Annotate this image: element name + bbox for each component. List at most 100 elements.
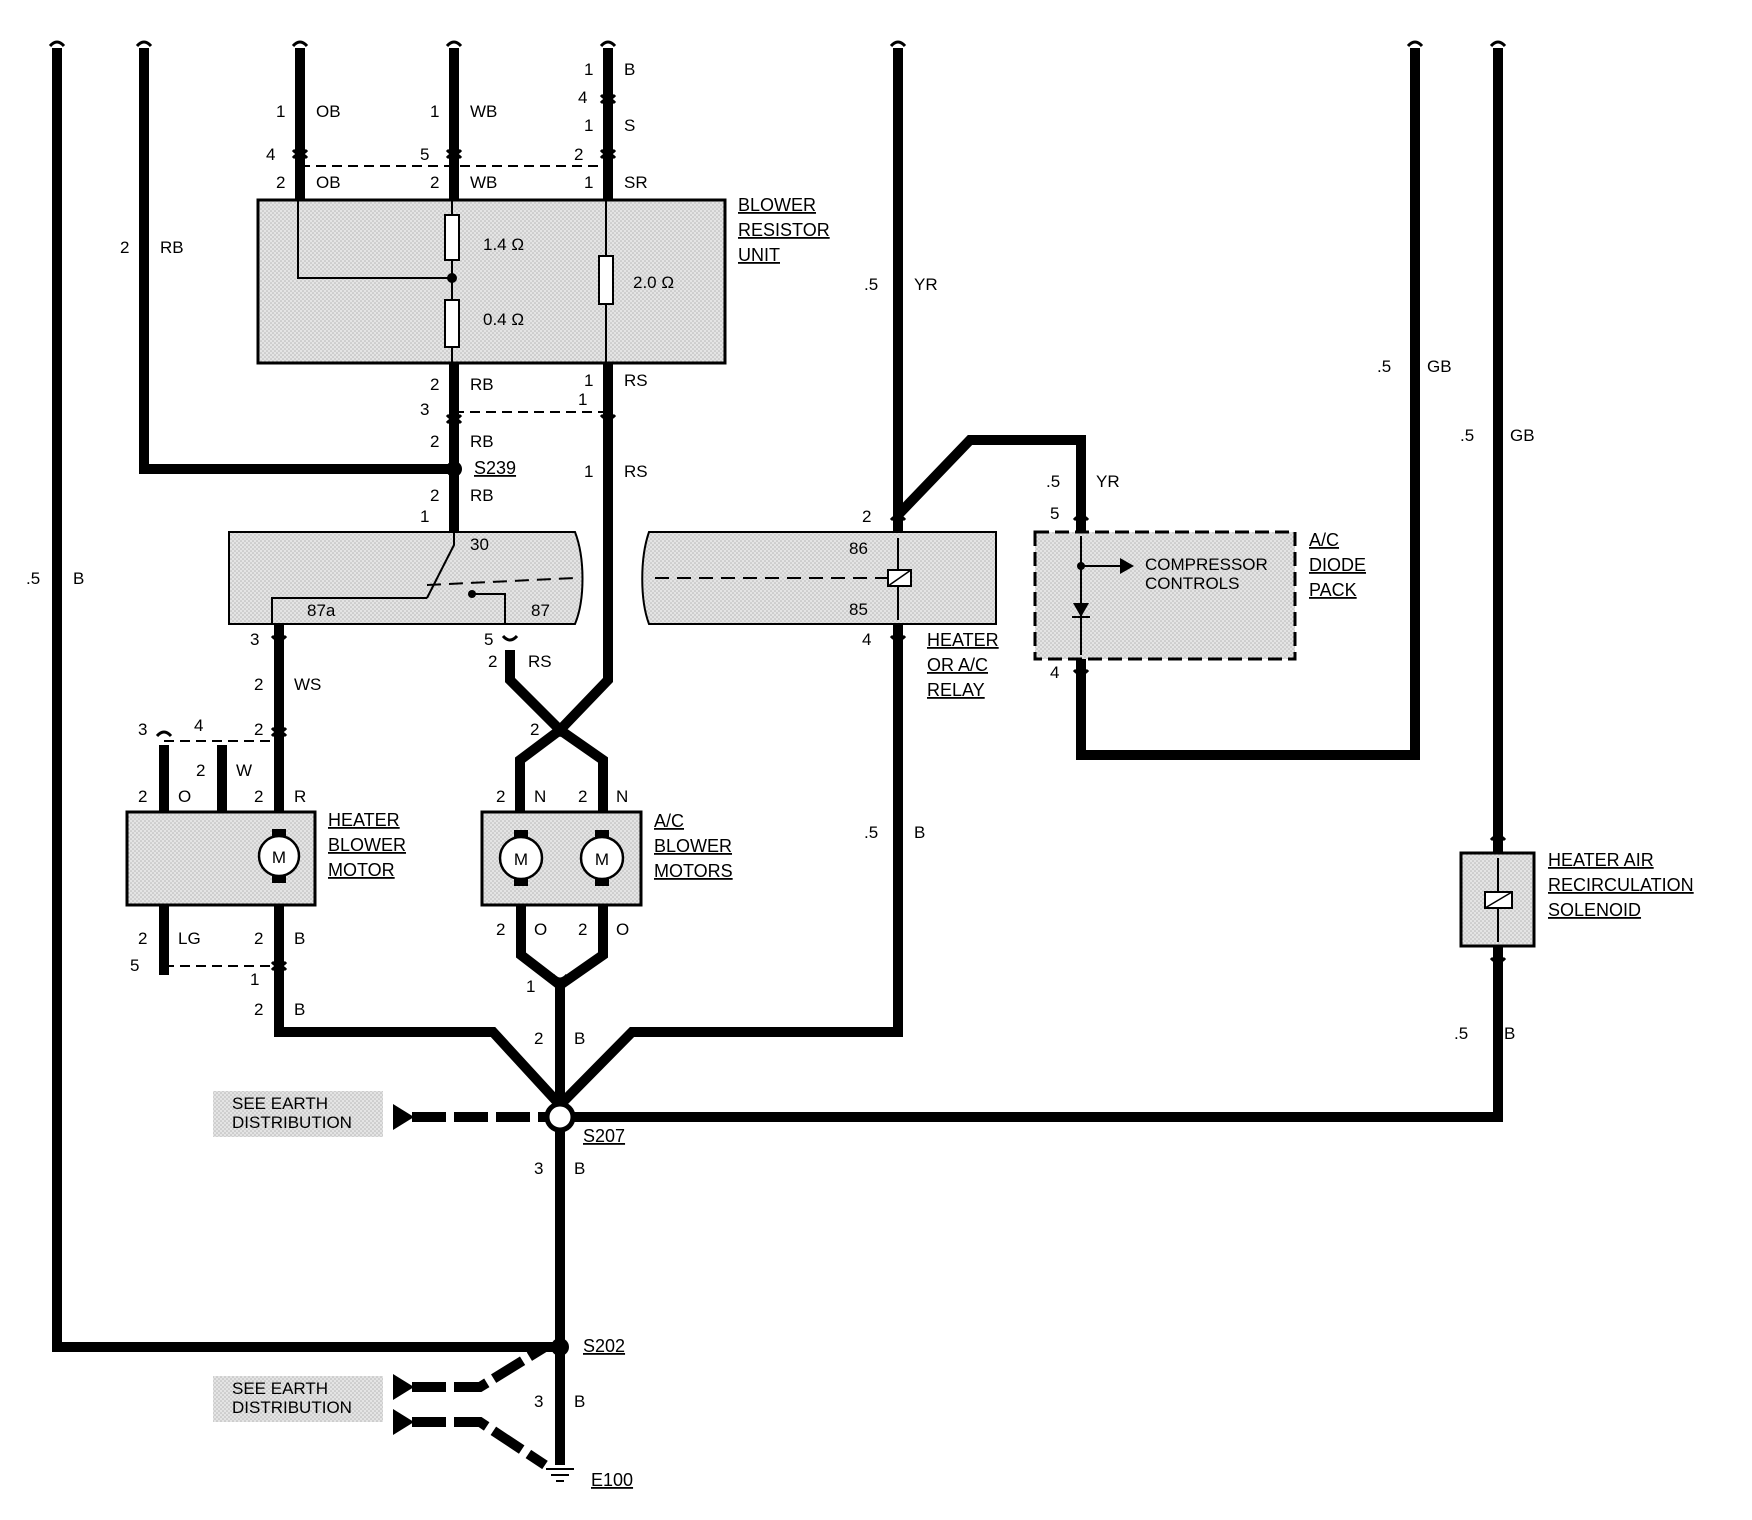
wire-label: 2 bbox=[254, 787, 263, 806]
wire-label: 2 bbox=[534, 1029, 543, 1048]
diode-pack-inner-1: COMPRESSOR bbox=[1145, 555, 1268, 574]
splice-s207 bbox=[544, 1101, 576, 1133]
ac-blower-motors: M M A/C BLOWER MOTORS bbox=[480, 810, 733, 907]
wire-label: 3 bbox=[250, 630, 259, 649]
wire-label: YR bbox=[914, 275, 938, 294]
heater-blower-title-3: MOTOR bbox=[328, 860, 395, 880]
relay-pin-87: 87 bbox=[531, 601, 550, 620]
diode-pack-inner-2: CONTROLS bbox=[1145, 574, 1239, 593]
wire-label: N bbox=[534, 787, 546, 806]
wire-gb-diode bbox=[1076, 48, 1420, 760]
wire-n-split2 bbox=[557, 725, 608, 812]
relay-pin-86: 86 bbox=[849, 539, 868, 558]
wire-label: B bbox=[294, 1000, 305, 1019]
wire-yr-diode bbox=[894, 435, 1086, 532]
diode-pack-title-3: PACK bbox=[1309, 580, 1357, 600]
ac-diode-pack: COMPRESSOR CONTROLS A/C DIODE PACK bbox=[1033, 530, 1366, 661]
splice-s202-label: S202 bbox=[583, 1336, 625, 1356]
wire-label: .5 bbox=[1377, 357, 1391, 376]
heater-blower-motor: M HEATER BLOWER MOTOR bbox=[125, 810, 406, 907]
wire-label: 2 bbox=[530, 720, 539, 739]
earth-distribution-ref-2: SEE EARTH DISTRIBUTION bbox=[213, 1374, 414, 1435]
svg-text:DISTRIBUTION: DISTRIBUTION bbox=[232, 1113, 352, 1132]
ground-e100-label: E100 bbox=[591, 1470, 633, 1490]
svg-text:SEE EARTH: SEE EARTH bbox=[232, 1379, 328, 1398]
wire-label: 2 bbox=[254, 720, 263, 739]
wire-n-split bbox=[515, 726, 563, 812]
wire-label: 4 bbox=[266, 145, 275, 164]
wire-label: RS bbox=[624, 371, 648, 390]
wire-label: 2 bbox=[120, 238, 129, 257]
wire-label: RS bbox=[624, 462, 648, 481]
recirculation-solenoid: HEATER AIR RECIRCULATION SOLENOID bbox=[1459, 850, 1694, 948]
wire-label: .5 bbox=[1460, 426, 1474, 445]
wire-label: B bbox=[294, 929, 305, 948]
wire-label: 4 bbox=[194, 716, 203, 735]
wire-label: 5 bbox=[420, 145, 429, 164]
ac-blower-title-1: A/C bbox=[654, 811, 684, 831]
wire-label: .5 bbox=[864, 823, 878, 842]
wire-label: 2 bbox=[196, 761, 205, 780]
junction-dot bbox=[447, 273, 457, 283]
wire-label: 1 bbox=[276, 102, 285, 121]
ac-blower-title-2: BLOWER bbox=[654, 836, 732, 856]
wire-label: 1 bbox=[430, 102, 439, 121]
splice-s239-label: S239 bbox=[474, 458, 516, 478]
wire-label: YR bbox=[1096, 472, 1120, 491]
motor-symbol: M bbox=[595, 850, 609, 869]
relay-left: 30 87a 87 bbox=[228, 531, 584, 625]
wire-label: 2 bbox=[430, 486, 439, 505]
motor-symbol: M bbox=[514, 850, 528, 869]
wire-label: RB bbox=[470, 375, 494, 394]
wire-label: GB bbox=[1510, 426, 1535, 445]
wire-label: 1 bbox=[584, 173, 593, 192]
wire-label: RB bbox=[470, 432, 494, 451]
resistor-2-0 bbox=[598, 255, 614, 305]
resistor-value-1: 1.4 Ω bbox=[483, 235, 524, 254]
wire-label: 2 bbox=[254, 675, 263, 694]
wire-label: 1 bbox=[584, 60, 593, 79]
wire-label: 2 bbox=[496, 787, 505, 806]
wire-earth-ref3 bbox=[412, 1417, 548, 1470]
wire-labels: .5 B 2 RB 1 OB 1 WB 1 B 4 1 S 4 5 2 2 OB… bbox=[26, 60, 1535, 1411]
wire-label: WS bbox=[294, 675, 321, 694]
svg-text:DISTRIBUTION: DISTRIBUTION bbox=[232, 1398, 352, 1417]
earth-distribution-ref-1: SEE EARTH DISTRIBUTION bbox=[213, 1091, 414, 1137]
diode-pack-title-2: DIODE bbox=[1309, 555, 1366, 575]
wire-rb-left bbox=[139, 48, 454, 474]
wire-label: 3 bbox=[534, 1392, 543, 1411]
heater-blower-title-1: HEATER bbox=[328, 810, 400, 830]
resistor-1-4 bbox=[444, 214, 460, 261]
wire-label: 2 bbox=[430, 375, 439, 394]
splices: S239 S207 S202 E100 bbox=[446, 458, 633, 1490]
wire-label: B bbox=[914, 823, 925, 842]
wire-label: B bbox=[574, 1029, 585, 1048]
blower-resistor-title-1: BLOWER bbox=[738, 195, 816, 215]
heater-ac-relay: 86 85 HEATER OR A/C RELAY bbox=[641, 531, 999, 700]
diode-pack-title-1: A/C bbox=[1309, 530, 1339, 550]
wire-label: 1 bbox=[584, 116, 593, 135]
wire-label: 2 bbox=[578, 787, 587, 806]
resistor-value-3: 2.0 Ω bbox=[633, 273, 674, 292]
wire-label: 1 bbox=[584, 371, 593, 390]
wire-label: 2 bbox=[430, 432, 439, 451]
wire-label: B bbox=[624, 60, 635, 79]
wire-label: RS bbox=[528, 652, 552, 671]
blower-resistor-unit: 1.4 Ω 0.4 Ω 2.0 Ω BLOWER RESISTOR UNIT bbox=[256, 195, 830, 365]
wire-label: 4 bbox=[1050, 663, 1059, 682]
wire-label: 2 bbox=[254, 1000, 263, 1019]
heater-blower-title-2: BLOWER bbox=[328, 835, 406, 855]
blower-resistor-title-3: UNIT bbox=[738, 245, 780, 265]
wire-label: 4 bbox=[578, 88, 587, 107]
wire-label: W bbox=[236, 761, 252, 780]
wire-earth-ref2 bbox=[412, 1342, 548, 1392]
wire-o-split bbox=[516, 905, 608, 992]
wire-label: 2 bbox=[430, 173, 439, 192]
motor-symbol: M bbox=[272, 848, 286, 867]
wire-label: 2 bbox=[578, 920, 587, 939]
wire-label: 2 bbox=[276, 173, 285, 192]
wire-label: 5 bbox=[1050, 504, 1059, 523]
wire-label: OB bbox=[316, 173, 341, 192]
wire-label: .5 bbox=[864, 275, 878, 294]
wire-label: 2 bbox=[496, 920, 505, 939]
